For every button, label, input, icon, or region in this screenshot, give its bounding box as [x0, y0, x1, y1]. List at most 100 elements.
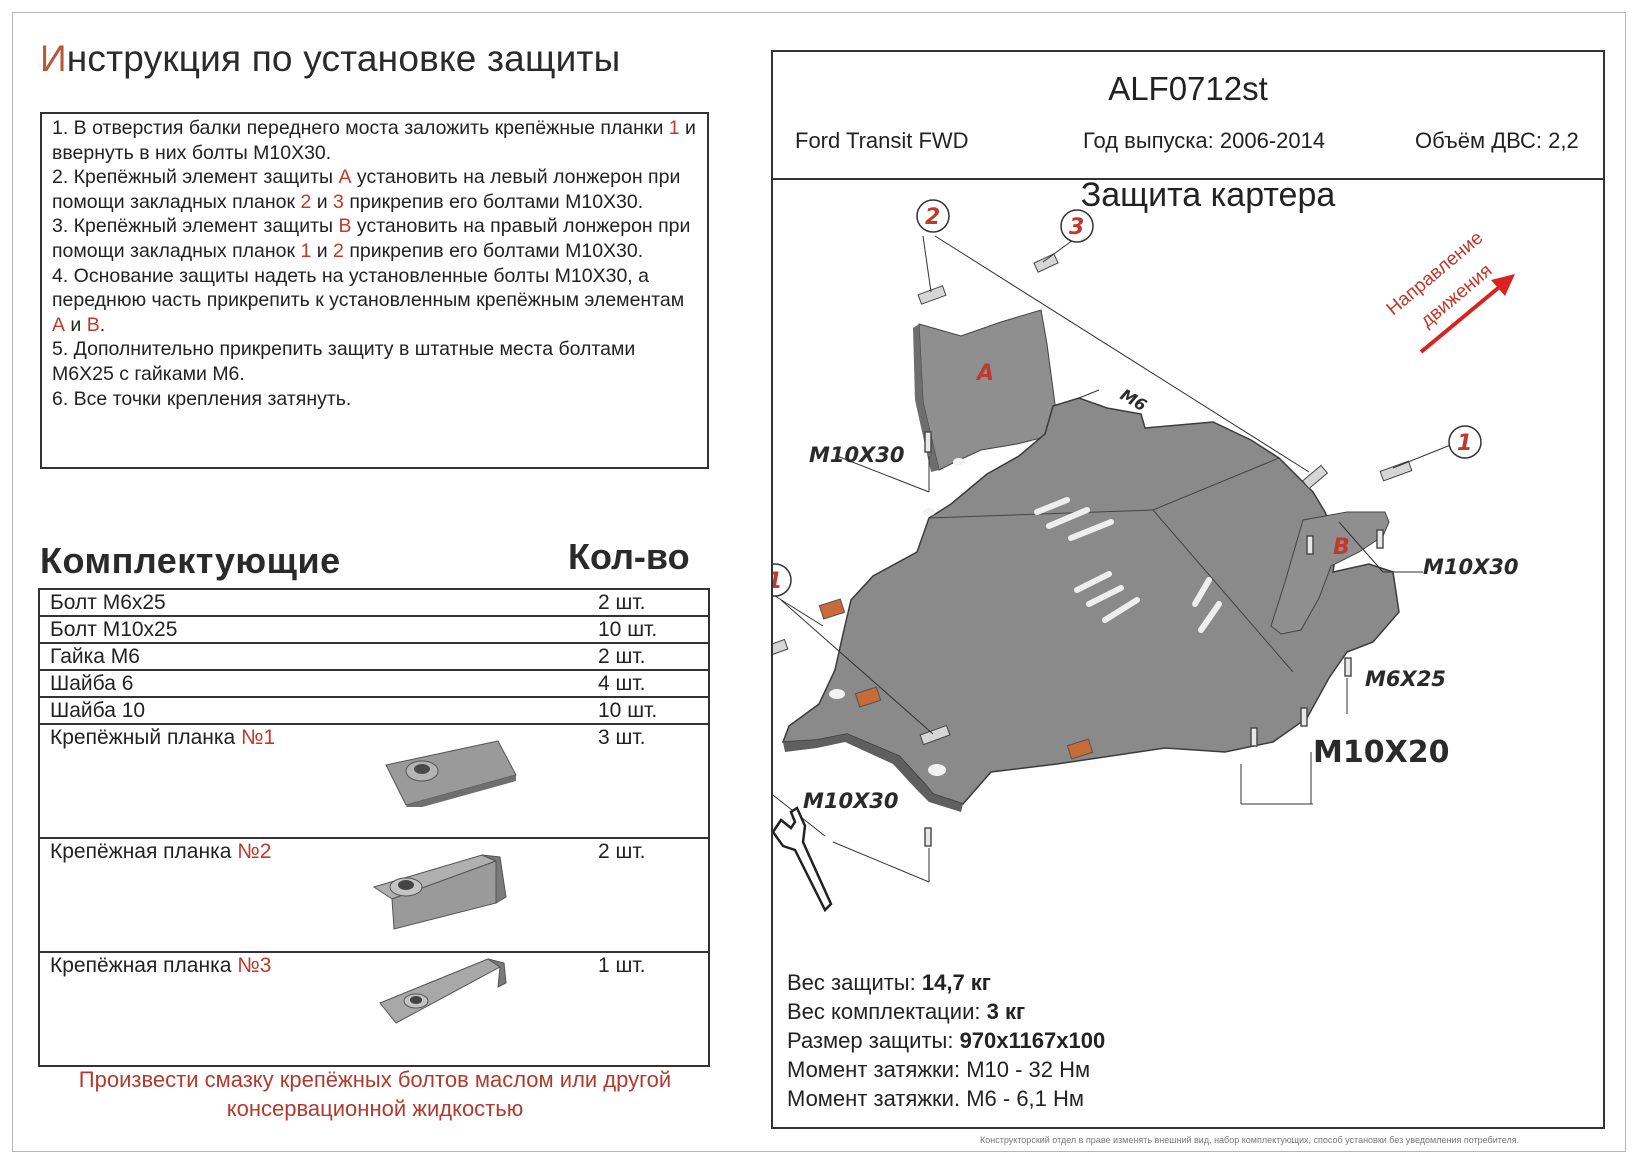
component-qty: 4 шт.	[588, 669, 710, 698]
plate-number: №1	[241, 726, 276, 749]
product-subtitle: Защита картера	[1080, 176, 1336, 214]
plate-1-image	[385, 740, 517, 807]
instruction-highlight: В	[86, 313, 100, 336]
bolt	[924, 431, 932, 453]
callout-1-left-text: 1	[773, 569, 782, 594]
instruction-step: 5. Дополнительно прикрепить защиту в шта…	[52, 337, 699, 386]
product-code: ALF0712st	[1108, 70, 1268, 107]
spec-weight: Вес защиты: 14,7 кг	[787, 970, 991, 995]
callout-2-text: 2	[925, 205, 940, 230]
instruction-highlight: 1	[300, 239, 312, 262]
callout-1-right: 1	[1448, 425, 1482, 459]
bracket-a: A	[913, 309, 1056, 472]
pad-front	[919, 724, 951, 746]
instruction-text: 5. Дополнительно прикрепить защиту в шта…	[52, 338, 636, 385]
component-qty: 2 шт.	[588, 642, 710, 671]
lubrication-note: Произвести смазку крепёжных болтов масло…	[78, 1067, 672, 1121]
instruction-step: 6. Все точки крепления затянуть.	[52, 387, 699, 412]
callout-3-text: 3	[1069, 215, 1084, 240]
production-years: Год выпуска: 2006-2014	[1083, 128, 1326, 153]
specifications: Вес защиты: 14,7 кг Вес комплектации: 3 …	[787, 968, 1105, 1113]
instruction-text: 2. Крепёжный элемент защиты	[52, 166, 339, 189]
plate-qty: 3 шт.	[588, 723, 710, 839]
direction-arrow: Направление движения	[1383, 227, 1515, 354]
component-qty: 10 шт.	[588, 615, 710, 644]
components-title: Комплектующие	[40, 540, 341, 581]
instruction-step: 4. Основание защиты надеть на установлен…	[52, 264, 699, 338]
instruction-text: .	[99, 313, 106, 336]
component-qty: 10 шт.	[588, 696, 710, 725]
instruction-text: 3. Крепёжный элемент защиты	[52, 215, 339, 238]
plate-number: №2	[237, 840, 272, 863]
quantity-title: Кол-во	[568, 536, 690, 577]
plate-qty: 1 шт.	[588, 951, 710, 1067]
plate-number: №3	[237, 954, 272, 977]
page-title: Инструкция по установке защиты	[40, 38, 620, 80]
spec-torque-m6: Момент затяжки. М6 - 6,1 Нм	[787, 1086, 1085, 1111]
label-m6x25: M6X25	[1365, 667, 1446, 691]
label-m10x30-right: M10X30	[1423, 555, 1519, 579]
instruction-highlight: 2	[333, 239, 344, 262]
car-model: Ford Transit FWD	[795, 128, 969, 153]
callout-1-left: 1	[773, 563, 792, 597]
label-a: A	[975, 361, 994, 386]
table-row: Крепёжный планка №1 3 шт.	[38, 723, 710, 839]
instruction-highlight: 3	[333, 190, 344, 213]
engine-volume: Объём ДВС: 2,2	[1415, 128, 1579, 153]
instruction-text: установить на правый лонжерон при помощи…	[52, 215, 691, 262]
plate-qty: 2 шт.	[588, 837, 710, 953]
table-row: Крепёжная планка №3 1 шт.	[38, 951, 710, 1067]
instruction-text: 1. В отверстия балки переднего моста зал…	[52, 117, 669, 139]
spec-torque-m10: Момент затяжки: М10 - 32 Нм	[787, 1057, 1091, 1082]
instruction-step: 2. Крепёжный элемент защиты А установить…	[52, 165, 699, 214]
instruction-highlight: А	[52, 313, 66, 336]
table-row: Крепёжная планка №2 2 шт.	[38, 837, 710, 953]
instruction-text: 6. Все точки крепления затянуть.	[52, 387, 352, 410]
page-frame	[12, 12, 1626, 1152]
spec-kit-weight: Вес комплектации: 3 кг	[787, 999, 1026, 1024]
installation-diagram: Направление движения A	[773, 199, 1519, 913]
plate-name: Крепёжный планка	[50, 726, 242, 749]
bolt	[924, 827, 932, 847]
label-m10x20: M10X20	[1313, 735, 1449, 770]
component-qty: 2 шт.	[588, 588, 710, 617]
bolt	[1250, 727, 1258, 747]
skid-plate	[781, 397, 1400, 812]
instruction-text: 4. Основание защиты надеть на установлен…	[52, 264, 685, 312]
callout-2: 2	[916, 199, 950, 233]
instruction-text: прикрепив его болтами М10Х30.	[343, 239, 644, 262]
pad-1-left	[773, 638, 789, 660]
component-name: Болт М10х25	[38, 615, 588, 644]
bracket-b: B	[1270, 511, 1390, 635]
label-m10x30-top: M10X30	[809, 443, 905, 467]
component-name: Шайба 6	[38, 669, 588, 698]
instruction-highlight: 1	[668, 117, 680, 139]
instruction-highlight: В	[338, 215, 352, 238]
bolt	[1376, 529, 1384, 549]
label-b: B	[1333, 535, 1350, 560]
callout-1-right-text: 1	[1457, 431, 1472, 456]
pad-3	[1033, 253, 1059, 273]
instruction-highlight: А	[338, 166, 352, 189]
plate-cell: Крепёжный планка №1	[38, 723, 588, 839]
instruction-step: 1. В отверстия балки переднего моста зал…	[52, 116, 699, 165]
plate-3-image	[379, 958, 507, 1024]
instruction-text: и ввернуть в них болты М10Х30.	[52, 117, 696, 164]
bolt	[1300, 707, 1308, 727]
instructions-box: 1. В отверстия балки переднего моста зал…	[40, 112, 709, 469]
instruction-text: установить на левый лонжерон при помощи …	[52, 166, 681, 213]
title-first-letter: И	[40, 38, 67, 79]
callout-3: 3	[1060, 209, 1094, 243]
wrench-icon	[773, 806, 833, 913]
pad-1-far-right	[1379, 460, 1413, 482]
bolt	[1306, 535, 1314, 555]
plate-2-image	[372, 854, 507, 930]
plate-name: Крепёжная планка	[50, 954, 238, 977]
header-divider	[773, 178, 1603, 180]
